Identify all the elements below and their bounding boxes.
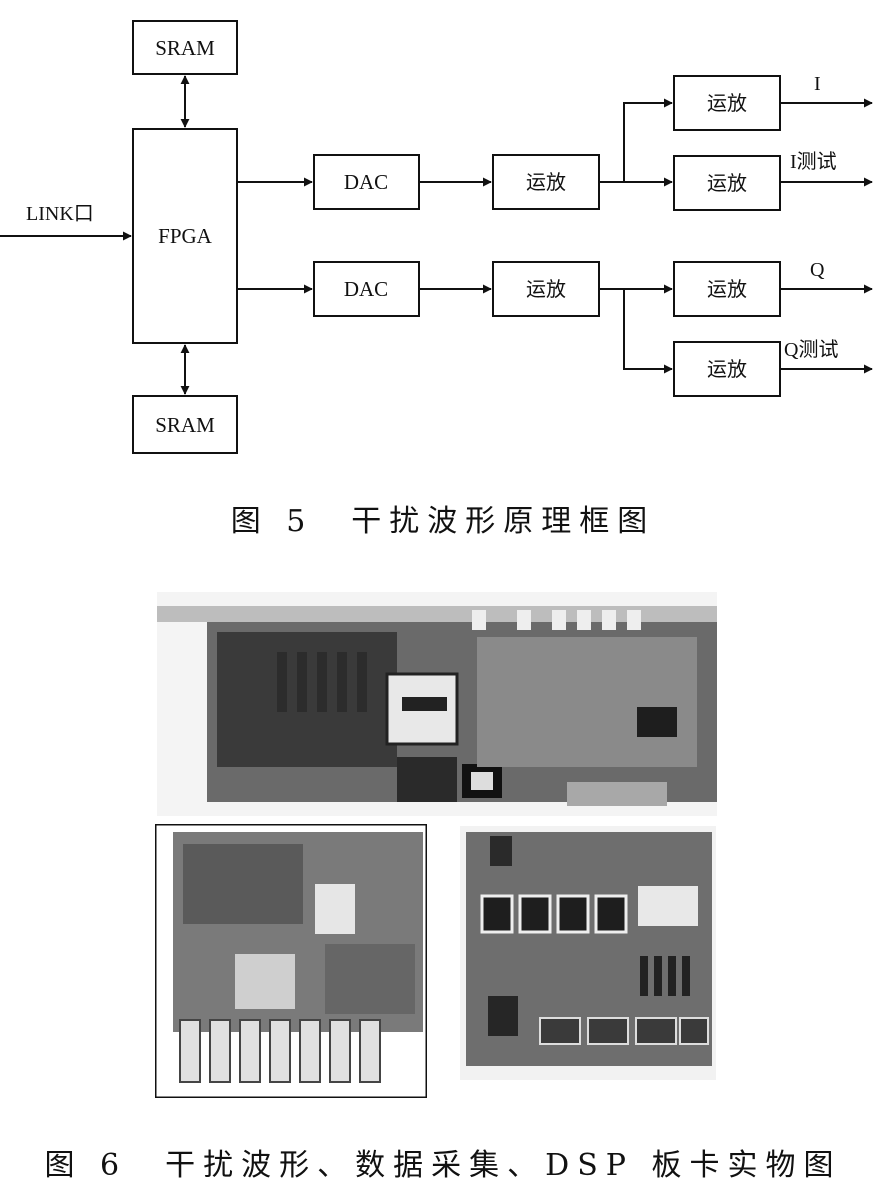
sram-top-block [132, 20, 238, 75]
data-acquisition-board-photo [155, 824, 427, 1098]
amp-q-out-label: 运放 [707, 277, 747, 301]
amp-q-label: 运放 [526, 277, 566, 301]
dac-q-label: DAC [344, 277, 388, 301]
amp-q-out-block [673, 261, 781, 317]
sram-bottom-label: SRAM [155, 413, 215, 437]
sram-top-label: SRAM [155, 36, 215, 60]
amp-q-block [492, 261, 600, 317]
dsp-board-photo [460, 826, 716, 1080]
i-test-output-label: I测试 [790, 150, 837, 173]
fpga-label: FPGA [158, 224, 213, 248]
i-output-label: I [814, 73, 821, 95]
fpga-block [132, 128, 238, 344]
figure6-caption: 图 6 干扰波形、数据采集、DSP 板卡实物图 [44, 1148, 842, 1183]
amp-i-test-block [673, 155, 781, 211]
q-output-label: Q [810, 259, 825, 281]
interference-waveform-block-diagram: SRAM FPGA SRAM DAC DAC 运放 运放 运放 运放 运放 运放… [0, 20, 873, 454]
amp-i-out-label: 运放 [707, 91, 747, 115]
amp-i-out-block [673, 75, 781, 131]
link-input-label: LINK口 [26, 203, 94, 225]
amp-i-test-label: 运放 [707, 171, 747, 195]
amp-i-label: 运放 [526, 170, 566, 194]
amp-i-branch-out [599, 98, 673, 183]
dac-i-label: DAC [344, 170, 388, 194]
amp-i-block [492, 154, 600, 210]
waveform-board-photo [157, 592, 717, 816]
q-test-output-label: Q测试 [784, 338, 838, 361]
amp-q-branch-test [623, 289, 673, 374]
dac-q-block [313, 261, 420, 317]
amp-q-test-label: 运放 [707, 357, 747, 381]
figure5-caption: 图 5 干扰波形原理框图 [230, 504, 656, 539]
sram-bottom-block [132, 395, 238, 454]
